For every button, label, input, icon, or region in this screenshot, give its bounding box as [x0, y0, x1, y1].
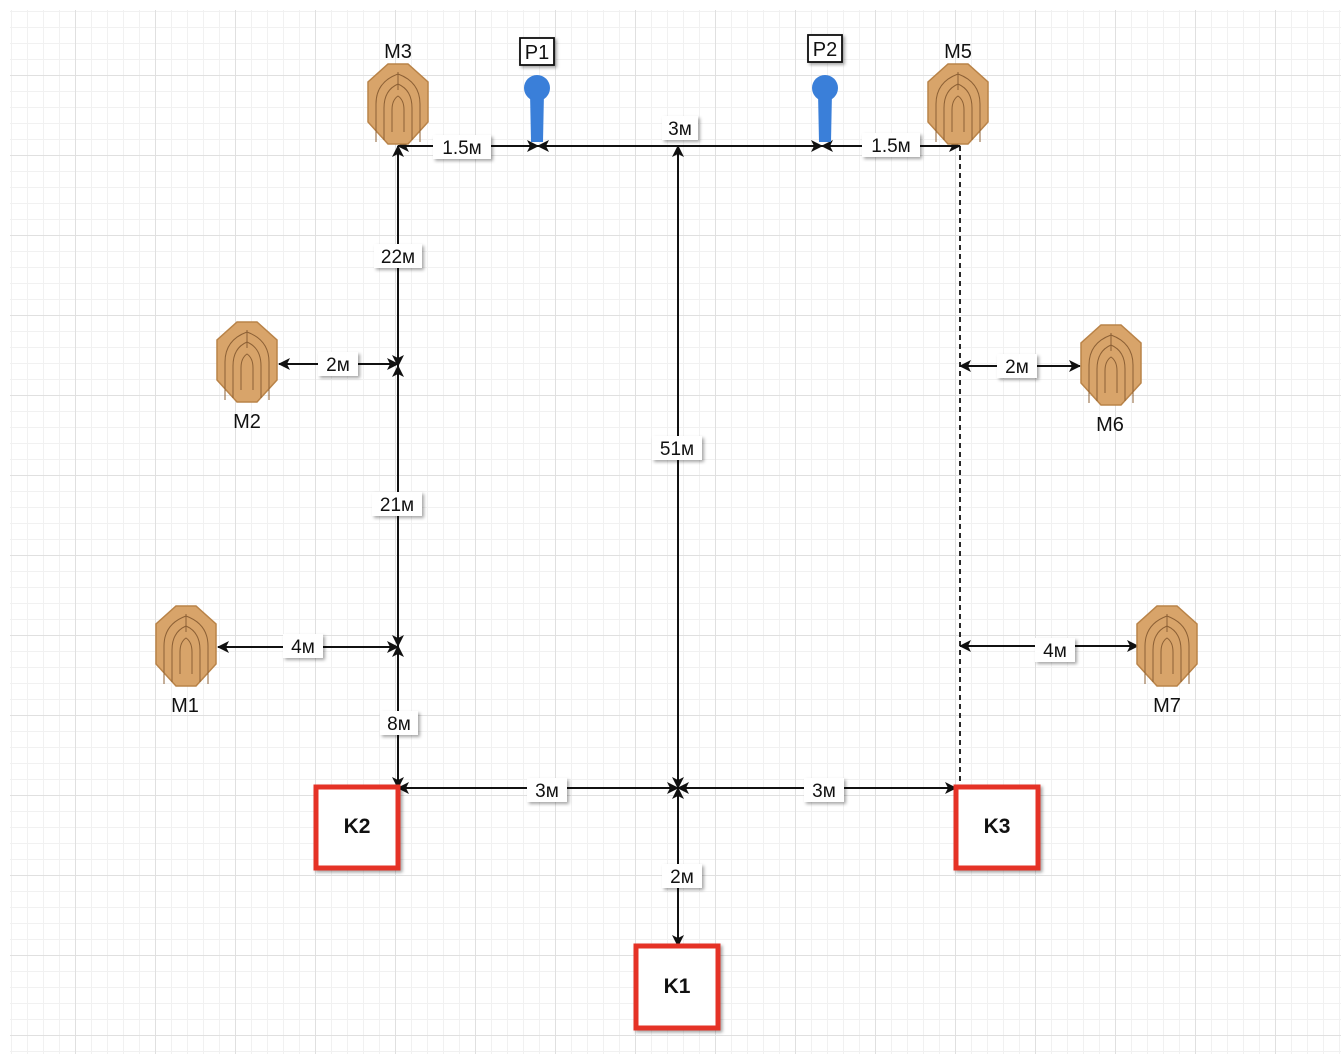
distance-tag-box [662, 864, 702, 888]
distance-centre-k1: 2м [670, 867, 694, 888]
distance-tag-box [527, 778, 567, 802]
target-m3 [367, 63, 429, 145]
target-m2 [216, 321, 278, 403]
target-icon [927, 63, 989, 145]
distance-tag-box [862, 133, 920, 157]
target-m7-label: M7 [1153, 695, 1181, 717]
distance-tag-box [652, 436, 702, 460]
distance-tags: 1.5м 3м 1.5м 22м 2м 2м 51м 21м 4м 4м 8м … [283, 116, 1075, 888]
distance-tag-box [318, 352, 358, 376]
target-icon [216, 321, 278, 403]
distance-tag-box [804, 778, 844, 802]
distance-p1-p2: 3м [668, 119, 692, 140]
target-m5-label: M5 [944, 41, 972, 63]
distance-m3-m2: 22м [381, 247, 415, 268]
distance-tag-box [433, 135, 491, 159]
position-k2-label: K2 [344, 815, 371, 838]
post-p2-tag [807, 34, 843, 63]
distance-p2-m5: 1.5м [871, 136, 910, 157]
target-m7 [1136, 605, 1198, 687]
distance-tag-box [997, 354, 1037, 378]
distance-m3-p1: 1.5м [442, 138, 481, 159]
target-m1 [155, 605, 217, 687]
distance-tag-box [1035, 638, 1075, 662]
target-m2-label: M2 [233, 411, 261, 433]
post-icon [524, 75, 550, 142]
target-icon [1136, 605, 1198, 687]
position-k3-label: K3 [984, 815, 1011, 838]
post-p2 [812, 75, 838, 142]
post-p1 [524, 75, 550, 142]
distance-centre-vertical: 51м [660, 439, 694, 460]
distance-k2-centre: 3м [535, 781, 559, 802]
position-k3-box [953, 784, 1041, 871]
distance-tag-box [380, 711, 418, 735]
post-p1-label: P1 [525, 42, 549, 64]
post-p1-tag [519, 37, 555, 66]
position-k1-label: K1 [664, 975, 691, 998]
distance-tag-box [283, 634, 323, 658]
distance-m2-side: 2м [326, 355, 350, 376]
target-icon [367, 63, 429, 145]
target-m3-label: M3 [384, 41, 412, 63]
target-m5 [927, 63, 989, 145]
target-m6-label: M6 [1096, 414, 1124, 436]
distance-m1-k2: 8м [387, 714, 411, 735]
position-k1-box [633, 943, 721, 1031]
distance-centre-k3: 3м [812, 781, 836, 802]
post-icon [812, 75, 838, 142]
target-m6 [1080, 324, 1142, 406]
distance-m6-side: 2м [1005, 357, 1029, 378]
position-k2-box [313, 784, 401, 871]
post-p2-label: P2 [813, 39, 837, 61]
distance-tag-box [372, 492, 422, 516]
target-m1-label: M1 [171, 695, 199, 717]
distance-tag-box [374, 244, 422, 268]
target-icon [1080, 324, 1142, 406]
distance-m2-m1: 21м [380, 495, 414, 516]
distance-m1-side: 4м [291, 637, 315, 658]
target-icon [155, 605, 217, 687]
distance-tag-box [662, 116, 698, 140]
distance-m7-side: 4м [1043, 641, 1067, 662]
